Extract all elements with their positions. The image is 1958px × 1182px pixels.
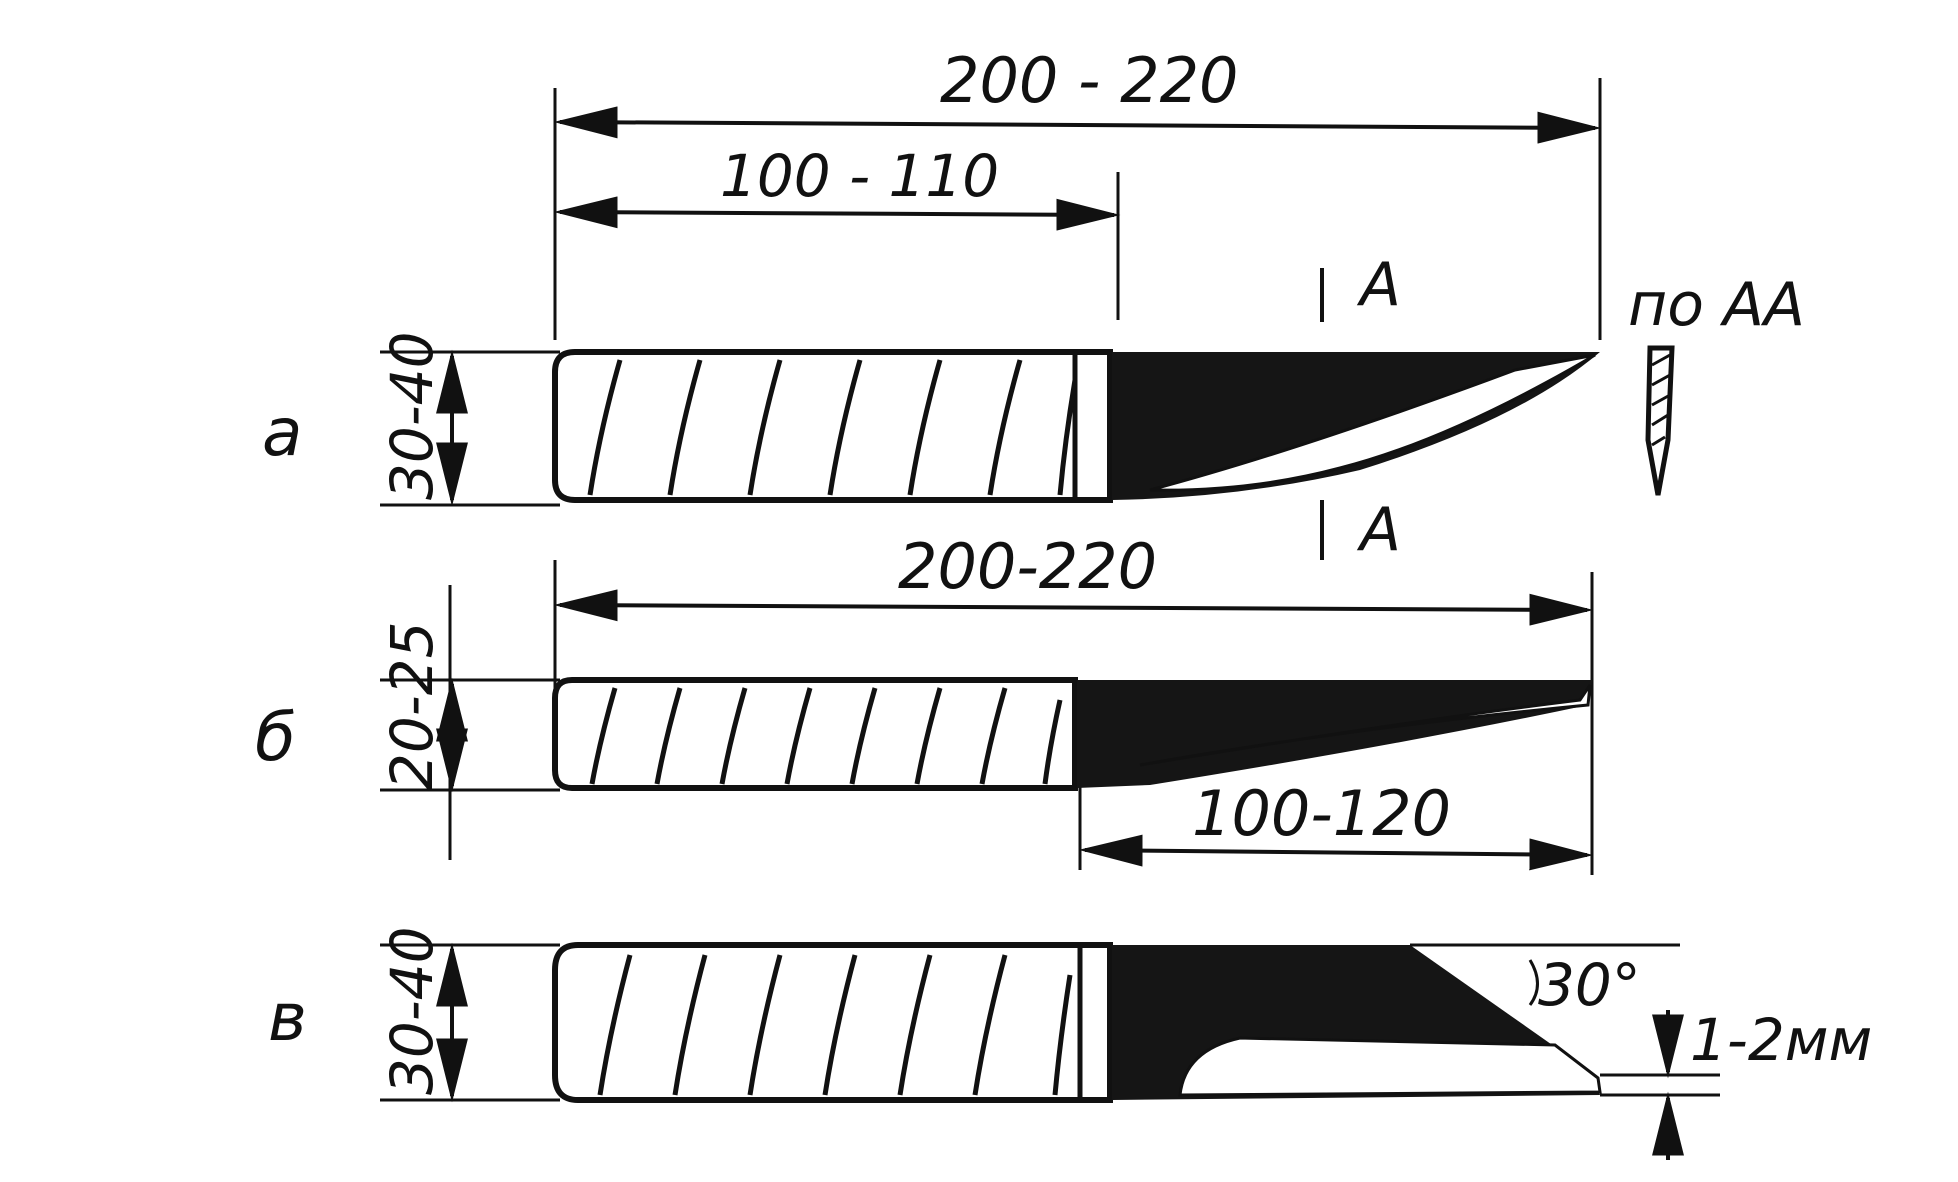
angle-v: 30° — [1538, 951, 1641, 1019]
overall-length-dimension-b — [553, 589, 1594, 626]
cord-wrap-v — [597, 954, 1073, 1096]
knife-a: 200 - 220 100 - 110 30-40 A A по АА — [262, 44, 1805, 565]
handle-b — [552, 677, 1078, 791]
blade-length-b: 100-120 — [1192, 777, 1451, 850]
label-a: а — [262, 394, 302, 471]
blade-length-dimension-b — [1078, 834, 1594, 871]
knife-v: 30-40 30° 1-2мм в — [268, 926, 1872, 1160]
overall-length-dimension-a — [553, 106, 1602, 144]
label-b: б — [255, 699, 296, 776]
label-v: в — [268, 979, 307, 1056]
handle-length-dimension-a — [553, 196, 1121, 231]
handle-v — [552, 942, 1113, 1103]
cord-wrap-a — [587, 359, 1078, 496]
handle-length-a: 100 - 110 — [720, 142, 999, 210]
width-a: 30-40 — [378, 331, 446, 500]
thickness-v: 1-2мм — [1690, 1006, 1872, 1074]
width-v: 30-40 — [378, 926, 446, 1095]
width-b: 20-25 — [378, 621, 446, 790]
section-mark-bottom: A — [1356, 495, 1401, 565]
knife-b: 200-220 100-120 20-25 б — [255, 530, 1594, 875]
section-label: по АА — [1628, 270, 1805, 340]
section-hatching — [1651, 353, 1671, 447]
section-mark-top: A — [1356, 250, 1401, 320]
overall-length-b: 200-220 — [898, 530, 1157, 603]
overall-length-a: 200 - 220 — [940, 44, 1238, 117]
cord-wrap-b — [589, 687, 1063, 785]
